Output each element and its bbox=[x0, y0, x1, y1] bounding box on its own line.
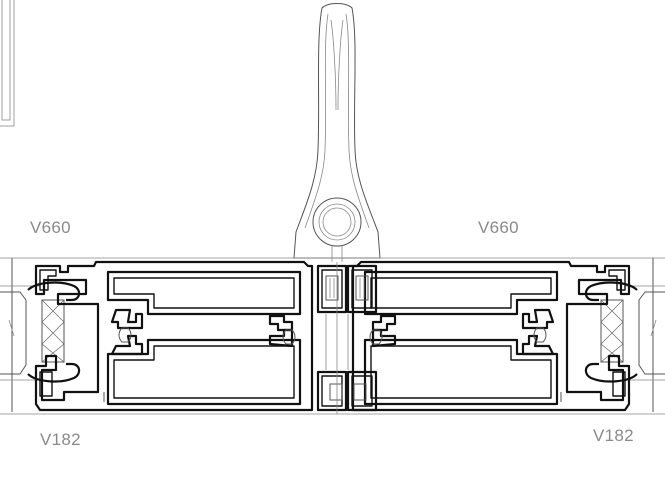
left-sash-profile bbox=[34, 260, 314, 412]
central-locking-mechanism bbox=[316, 262, 378, 414]
left-glazing-unit bbox=[0, 258, 81, 412]
reference-lines bbox=[0, 257, 665, 415]
profile-label-bottom-right: V182 bbox=[593, 426, 634, 445]
corner-frame-detail bbox=[0, 0, 15, 127]
right-glazing-unit bbox=[584, 258, 665, 412]
window-handle bbox=[293, 3, 381, 262]
profile-label-top-right: V660 bbox=[478, 218, 519, 237]
right-sash-profile bbox=[351, 260, 631, 412]
profile-label-top-left: V660 bbox=[30, 218, 71, 237]
profile-label-bottom-left: V182 bbox=[40, 430, 81, 449]
